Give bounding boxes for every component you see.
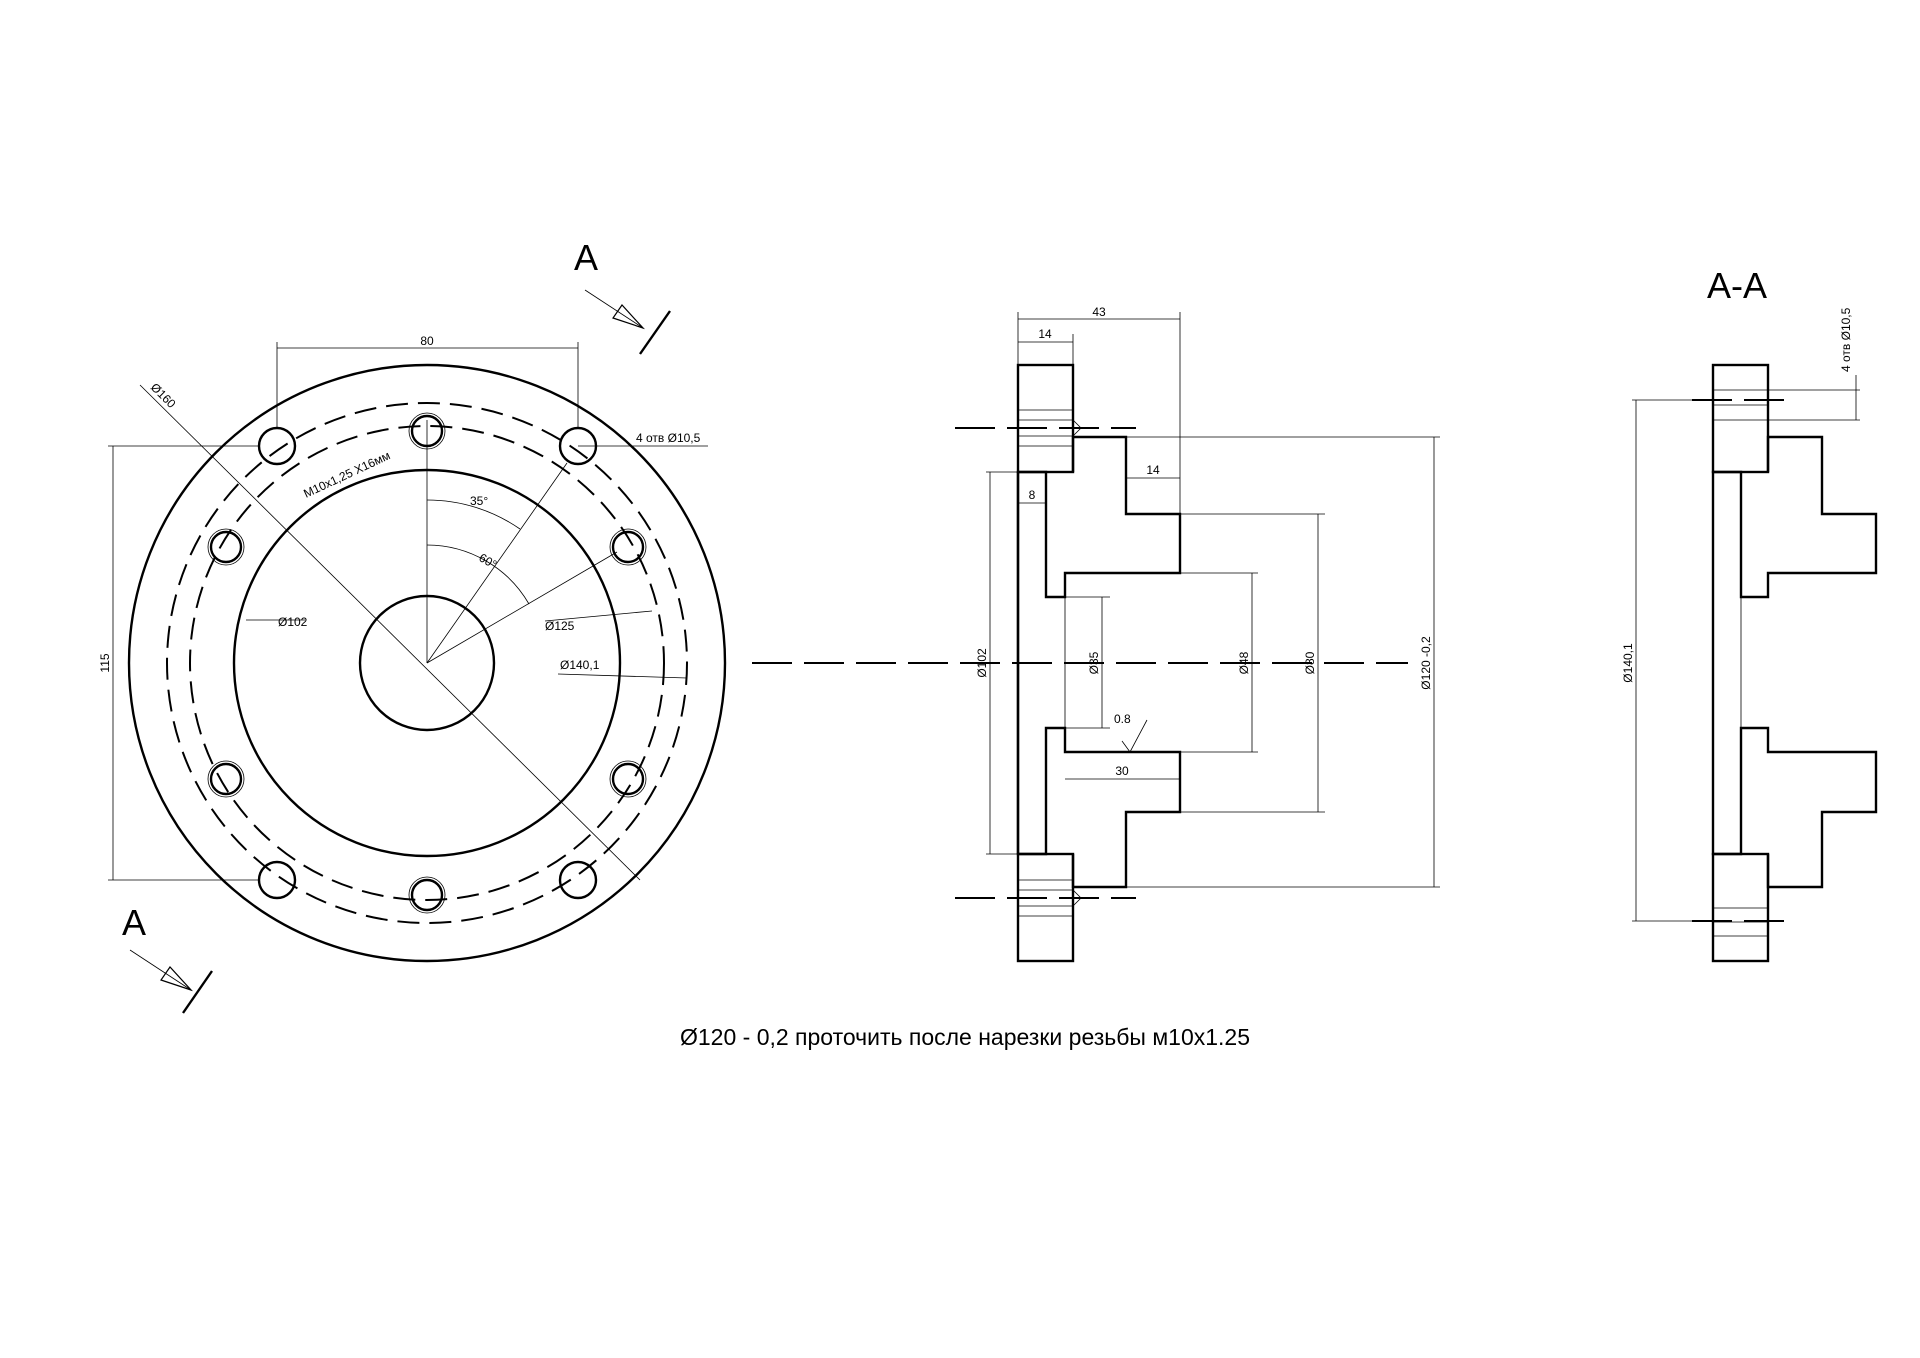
angle-35: 35° bbox=[470, 494, 488, 508]
section-profile bbox=[1711, 435, 1878, 889]
section-arrow-shaft bbox=[129, 949, 192, 991]
roughness-symbol bbox=[1121, 719, 1148, 753]
roughness-value: 0.8 bbox=[1114, 712, 1131, 726]
threaded-hole-outer bbox=[609, 760, 647, 798]
section-letter: A bbox=[574, 237, 598, 278]
threaded-hole-outer bbox=[408, 876, 446, 914]
angle-60: 60° bbox=[477, 550, 500, 571]
outer-circle bbox=[127, 363, 727, 963]
hole bbox=[257, 860, 297, 900]
section-letter: A bbox=[122, 902, 146, 943]
threaded-hole bbox=[611, 530, 645, 564]
dim-14-step: 14 bbox=[1146, 463, 1160, 477]
ray-60 bbox=[426, 551, 618, 664]
section-top-block bbox=[1711, 363, 1770, 474]
dim-8: 8 bbox=[1029, 488, 1036, 502]
section-dim-d140: Ø140,1 bbox=[1621, 643, 1635, 683]
dim-d80: Ø80 bbox=[1303, 651, 1317, 674]
threaded-hole bbox=[410, 878, 444, 912]
threaded-hole-outer bbox=[207, 760, 245, 798]
section-arrow-shaft bbox=[584, 289, 644, 329]
section-arrow-head bbox=[612, 304, 645, 330]
footer-note: Ø120 - 0,2 проточить после нарезки резьб… bbox=[680, 1024, 1250, 1050]
angle-arc-60 bbox=[426, 544, 530, 605]
dim-d125: Ø125 bbox=[545, 619, 575, 633]
section-arrow-head bbox=[160, 966, 193, 992]
hole bbox=[558, 860, 598, 900]
section-view: A-A 4 отв Ø10,5 Ø140,1 bbox=[1621, 265, 1878, 963]
dim-line-d140 bbox=[557, 673, 688, 679]
dim-80: 80 bbox=[420, 334, 434, 348]
bottom-flange bbox=[1016, 852, 1075, 963]
section-cut-line bbox=[639, 310, 671, 355]
bolt-circle-inner bbox=[189, 425, 665, 901]
section-holes-note: 4 отв Ø10,5 bbox=[1839, 307, 1853, 372]
holes-note: 4 отв Ø10,5 bbox=[636, 431, 701, 445]
top-flange bbox=[1016, 363, 1075, 474]
hole bbox=[257, 426, 297, 466]
threaded-hole-outer bbox=[207, 528, 245, 566]
dim-d102: Ø102 bbox=[278, 615, 308, 629]
ray-35 bbox=[426, 462, 568, 664]
angle-arc-35 bbox=[426, 499, 521, 530]
dim-115: 115 bbox=[98, 653, 112, 672]
section-bottom-block bbox=[1711, 852, 1770, 963]
side-view: 43 14 14 8 Ø102 Ø35 Ø48 Ø80 Ø120 -0 bbox=[955, 305, 1440, 963]
dim-d120: Ø120 -0,2 bbox=[1419, 636, 1433, 690]
dim-line-d125 bbox=[544, 610, 653, 622]
dim-d160: Ø160 bbox=[148, 380, 179, 411]
dim-d48: Ø48 bbox=[1237, 651, 1251, 674]
threaded-hole bbox=[611, 762, 645, 796]
front-view: 80 115 Ø160 4 отв Ø10,5 M10x1,25 X16мм 3… bbox=[98, 237, 1408, 1014]
section-title: A-A bbox=[1707, 265, 1767, 306]
section-mark-upper: A bbox=[574, 237, 671, 355]
threaded-hole-outer bbox=[609, 528, 647, 566]
thread-note: M10x1,25 X16мм bbox=[301, 448, 392, 500]
dim-d35: Ø35 bbox=[1087, 651, 1101, 674]
dim-d102-side: Ø102 bbox=[975, 648, 989, 678]
section-cut-line bbox=[182, 970, 213, 1014]
dim-d140: Ø140,1 bbox=[560, 658, 600, 672]
dim-14-top: 14 bbox=[1038, 327, 1052, 341]
diagonal-line bbox=[139, 384, 641, 881]
dim-43: 43 bbox=[1092, 305, 1106, 319]
bolt-circle-outer bbox=[166, 402, 688, 924]
section-mark-lower: A bbox=[122, 902, 213, 1014]
threaded-hole bbox=[209, 530, 243, 564]
dim-30: 30 bbox=[1115, 764, 1129, 778]
threaded-hole bbox=[209, 762, 243, 796]
